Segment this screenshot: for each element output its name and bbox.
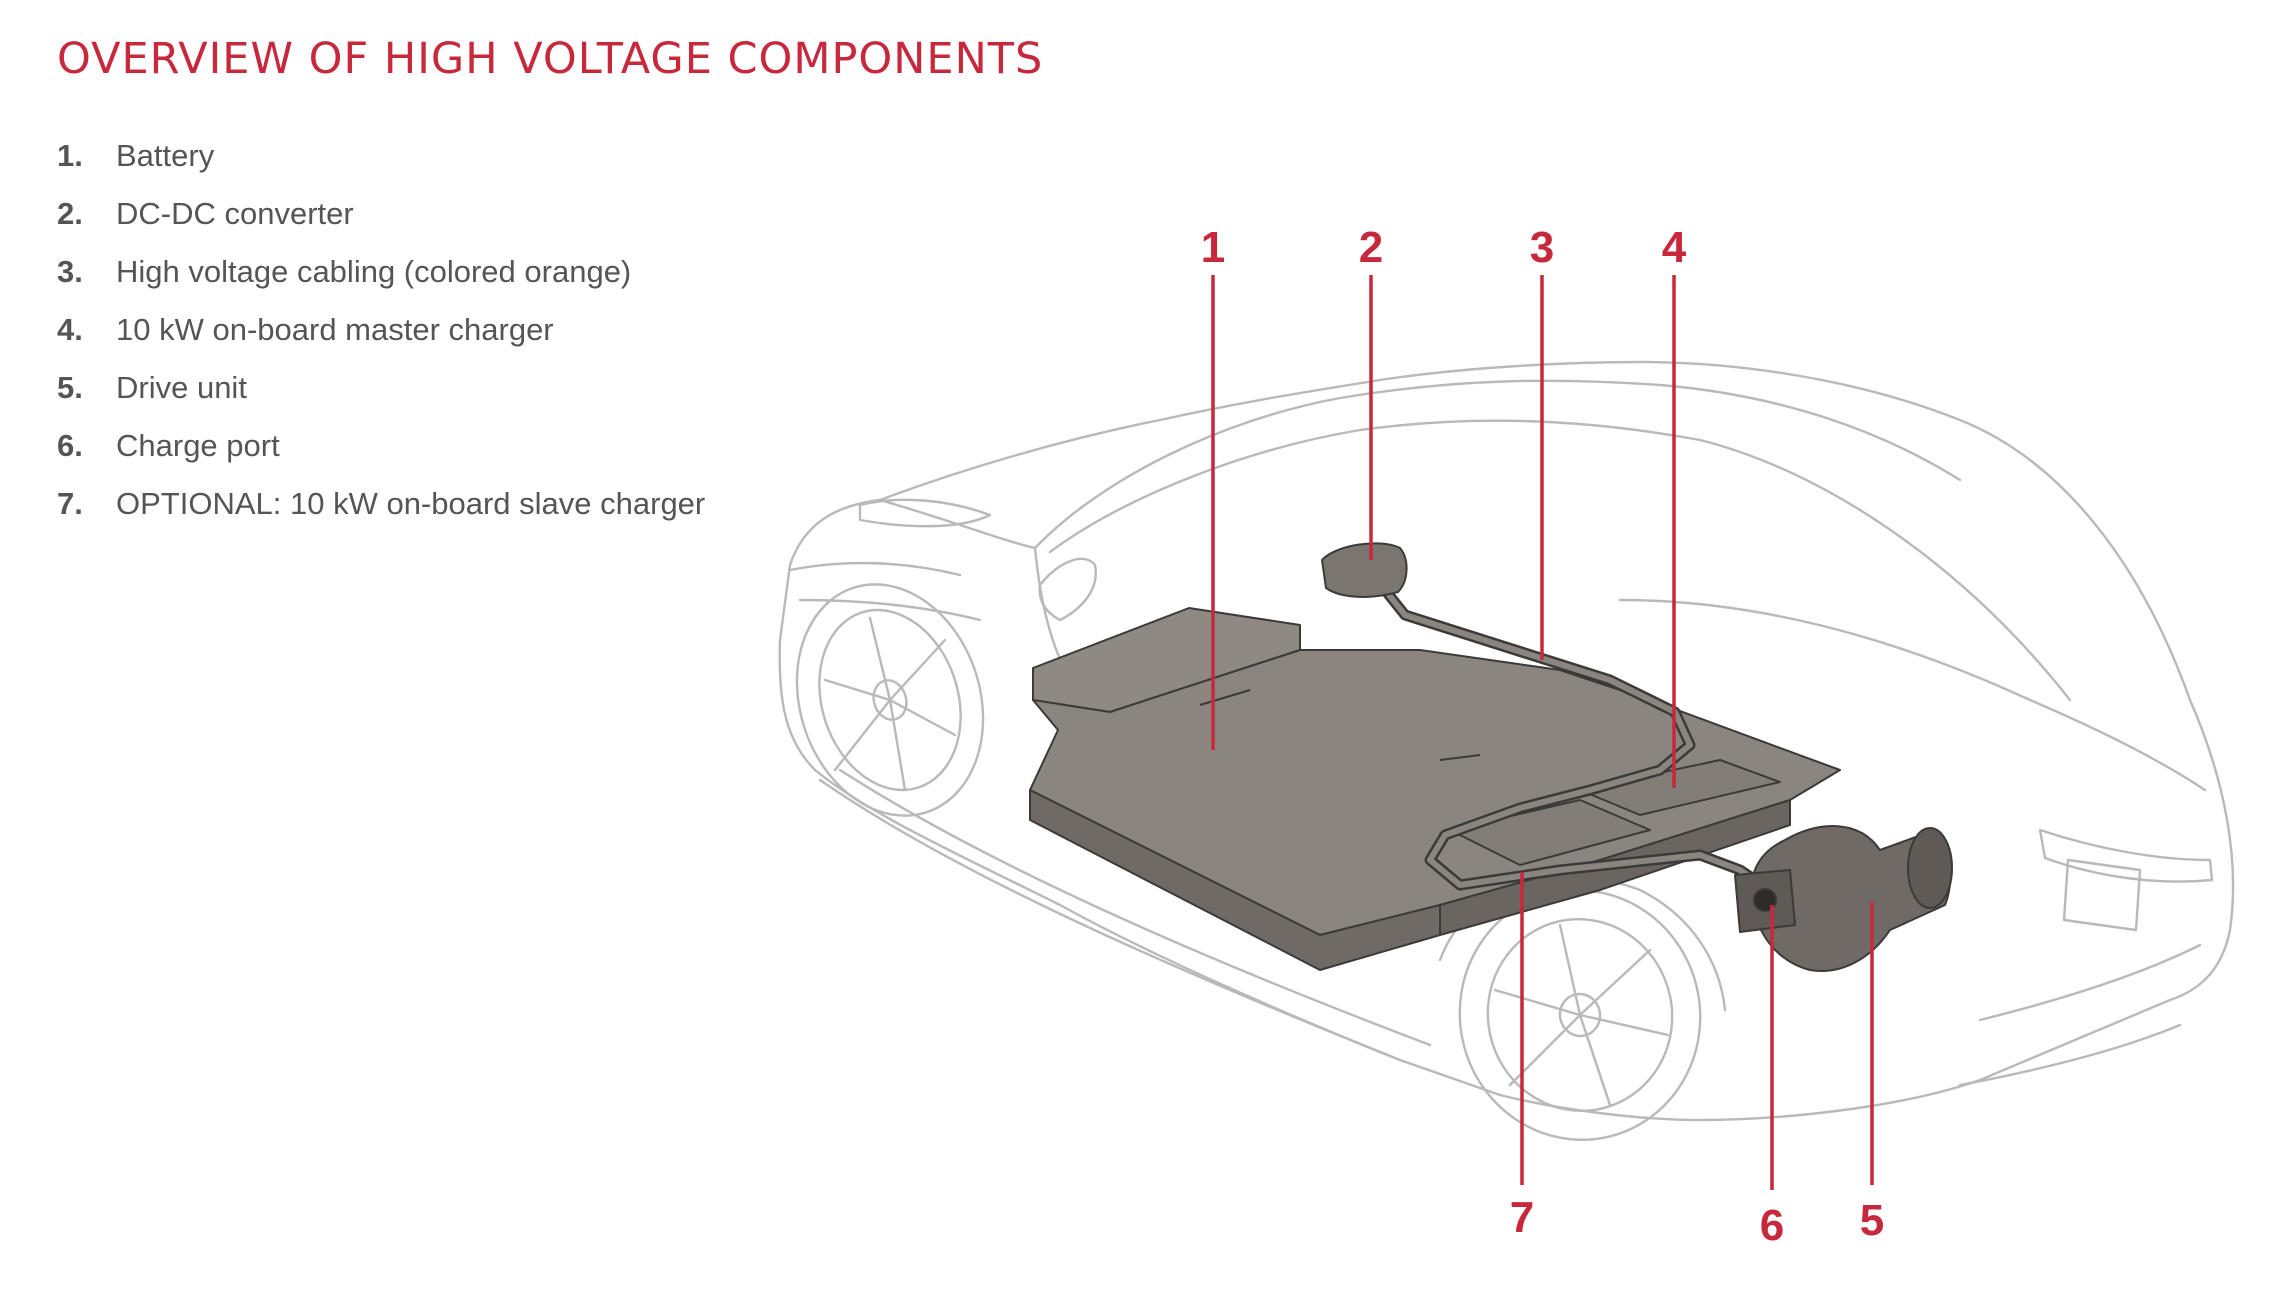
dc-dc-converter [1321,542,1408,598]
legend-number: 2. [57,196,83,231]
component-legend: 1. Battery 2. DC-DC converter 3. High volta… [57,138,705,544]
charge-port [1734,869,1796,933]
callout-leaders [1211,275,1874,1190]
legend-label: Drive unit [116,370,247,405]
legend-number: 5. [57,370,83,405]
hv-cabling [1379,584,1776,896]
legend-item-drive-unit: 5. Drive unit [57,370,705,428]
legend-label: Charge port [116,428,280,463]
legend-item-charge-port: 6. Charge port [57,428,705,486]
legend-item-high-voltage-cabling: 3. High voltage cabling (colored orange) [57,254,705,312]
legend-label: Battery [116,138,215,173]
legend-number: 7. [57,486,83,521]
callout-2: 2 [1359,223,1383,272]
callout-3: 3 [1530,223,1554,272]
legend-number: 1. [57,138,83,173]
legend-label: DC-DC converter [116,196,354,231]
legend-number: 3. [57,254,83,289]
legend-label: High voltage cabling (colored orange) [116,254,632,289]
legend-label: 10 kW on-board master charger [116,312,554,347]
legend-item-dc-dc-converter: 2. DC-DC converter [57,196,705,254]
legend-number: 6. [57,428,83,463]
legend-label: OPTIONAL: 10 kW on-board slave charger [116,486,706,521]
page-title: OVERVIEW OF HIGH VOLTAGE COMPONENTS [57,34,1044,84]
callout-5: 5 [1860,1196,1884,1245]
legend-item-slave-charger: 7. OPTIONAL: 10 kW on-board slave charger [57,486,705,544]
callout-4: 4 [1662,223,1687,272]
car-outline [778,360,2235,1141]
drive-unit [1750,825,1953,972]
callout-6: 6 [1760,1201,1784,1250]
battery-pack [1029,607,1841,971]
callout-1: 1 [1201,223,1225,272]
legend-item-battery: 1. Battery [57,138,705,196]
legend-number: 4. [57,312,83,347]
callout-7: 7 [1510,1193,1534,1242]
legend-item-master-charger: 4. 10 kW on-board master charger [57,312,705,370]
